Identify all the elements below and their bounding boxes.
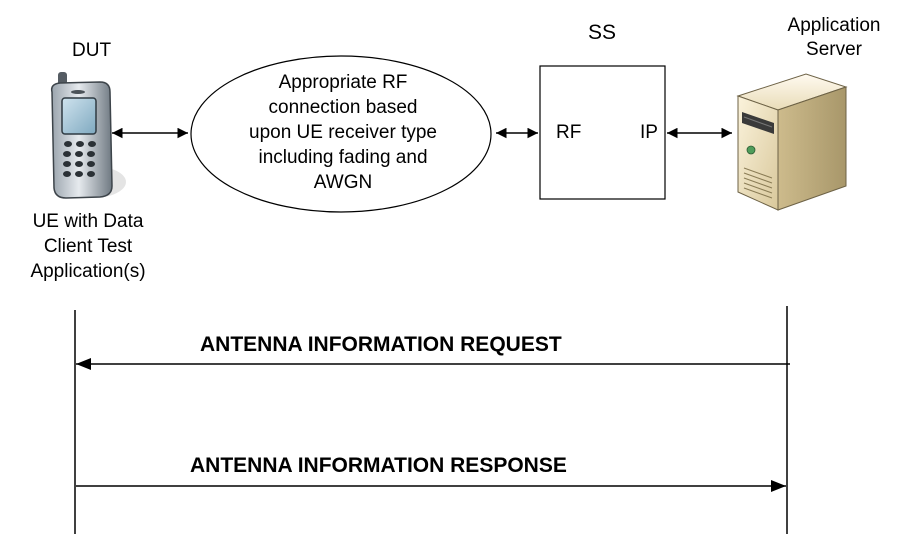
dut-label: DUT <box>72 40 112 61</box>
mobile-phone-icon <box>50 72 126 199</box>
rf-connection-label: Appropriate RF connection based upon UE … <box>249 72 437 193</box>
request-message-label: ANTENNA INFORMATION REQUEST <box>200 333 562 356</box>
ss-label: SS <box>588 21 617 44</box>
ss-ip-port-label: IP <box>640 122 658 143</box>
ue-label: UE with Data Client Test Application(s) <box>30 211 146 282</box>
application-server-label: Application Server <box>787 15 881 60</box>
rf-connection-ellipse <box>190 55 492 213</box>
response-message-label: ANTENNA INFORMATION RESPONSE <box>190 454 567 477</box>
ss-rf-port-label: RF <box>556 122 582 143</box>
server-tower-icon <box>736 73 848 211</box>
ss-box <box>539 65 666 200</box>
